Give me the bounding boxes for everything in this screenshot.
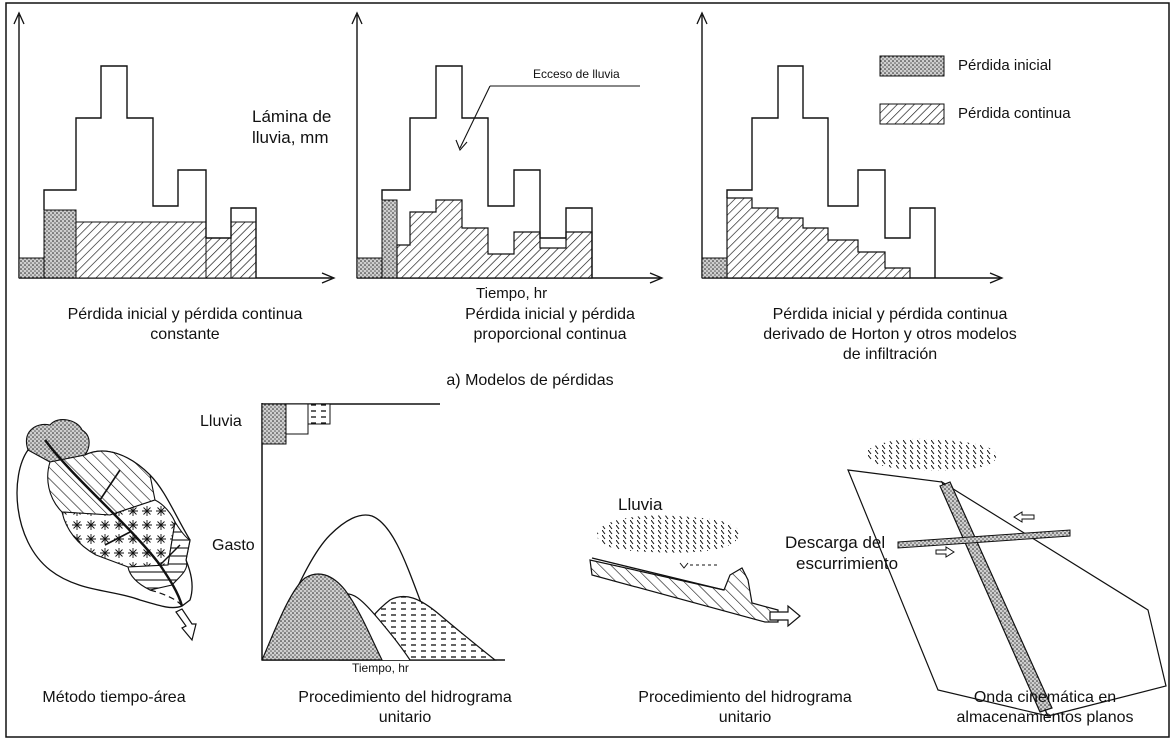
panel-b4-kinematic-wave bbox=[847, 438, 1167, 717]
excess-rain-annotation: Ecceso de lluvia bbox=[533, 67, 620, 81]
discharge-arrow-icon bbox=[769, 604, 801, 628]
panel-a3-caption-line1: Pérdida inicial y pérdida continua bbox=[772, 306, 1008, 323]
runoff-label-line2: escurrimiento bbox=[796, 554, 899, 573]
panel-a2-caption-line1: Pérdida inicial y pérdida bbox=[465, 306, 635, 323]
panel-b2-caption-line1: Procedimiento del hidrograma bbox=[298, 689, 512, 706]
y-axis-label-line2: lluvia, mm bbox=[252, 128, 329, 147]
legend-label-initial-loss: Pérdida inicial bbox=[958, 57, 1052, 74]
panel-b2-caption-line2: unitario bbox=[378, 709, 432, 726]
hydrograph-time-label: Tiempo, hr bbox=[352, 661, 409, 675]
panel-b2-hydrograph bbox=[261, 403, 505, 661]
panel-a2-caption-line2: proporcional continua bbox=[473, 326, 627, 343]
legend-swatch-initial-loss bbox=[879, 55, 945, 77]
panel-a1-caption-line2: constante bbox=[150, 326, 220, 343]
panel-a3-caption-line3: de infiltración bbox=[842, 346, 938, 363]
overland-rain-label: Lluvia bbox=[618, 495, 663, 514]
flow-arrow-left-icon bbox=[1013, 511, 1035, 523]
panel-b3-caption-line2: unitario bbox=[718, 709, 772, 726]
y-axis-label-line1: Lámina de bbox=[252, 107, 332, 126]
panel-b4-caption-line1: Onda cinemática en bbox=[973, 689, 1117, 706]
panel-a1-caption-line1: Pérdida inicial y pérdida continua bbox=[67, 306, 303, 323]
outlet-arrow-icon bbox=[175, 608, 197, 642]
panel-a2-chart bbox=[351, 11, 664, 284]
panel-a3-chart bbox=[696, 11, 1004, 284]
figure-border bbox=[5, 2, 1170, 738]
panel-a3-caption-line2: derivado de Horton y otros modelos bbox=[763, 326, 1017, 343]
panel-b4-caption-line2: almacenamientos planos bbox=[956, 709, 1134, 726]
hydrograph-rain-label: Lluvia bbox=[200, 413, 242, 430]
panel-b3-caption-line1: Procedimiento del hidrograma bbox=[638, 689, 852, 706]
legend-label-continuous-loss: Pérdida continua bbox=[958, 105, 1071, 122]
panel-b1-watershed bbox=[16, 419, 197, 642]
runoff-label-line1: Descarga del bbox=[785, 533, 886, 552]
hydrograph-discharge-label: Gasto bbox=[212, 537, 255, 554]
flow-arrow-right-icon bbox=[935, 546, 955, 558]
panel-b1-caption: Método tiempo-área bbox=[42, 689, 186, 706]
x-axis-label-time: Tiempo, hr bbox=[476, 285, 548, 302]
section-a-caption: a) Modelos de pérdidas bbox=[446, 372, 614, 389]
panel-b3-overland-flow bbox=[589, 515, 801, 628]
panel-a1-chart bbox=[13, 11, 336, 284]
legend-swatch-continuous-loss bbox=[879, 103, 945, 125]
